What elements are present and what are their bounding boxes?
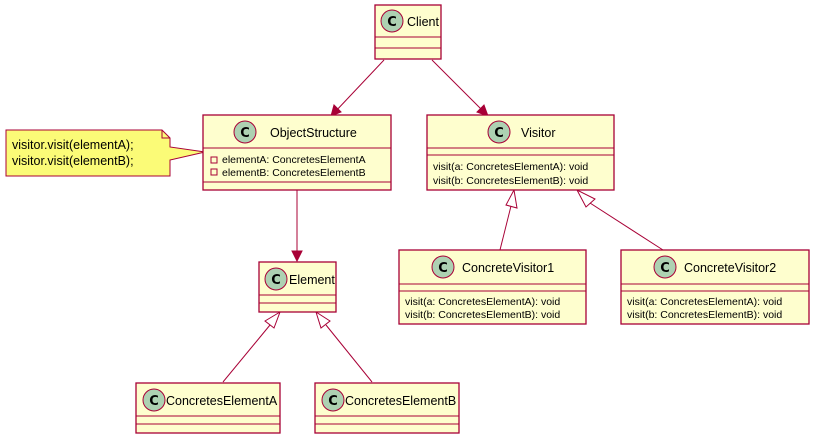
class-stereotype-icon bbox=[233, 120, 257, 144]
class-stereotype-icon bbox=[431, 255, 455, 279]
class-stereotype-icon bbox=[653, 255, 677, 279]
relation-concreteselementa-element bbox=[222, 310, 281, 383]
class-stereotype-icon bbox=[321, 388, 345, 412]
class-concreteselementb: C ConcretesElementB bbox=[314, 382, 460, 434]
class-name: ConcreteVisitor1 bbox=[462, 261, 554, 275]
relation-concretevisitor1-visitor bbox=[499, 188, 518, 251]
class-element: C Element bbox=[258, 261, 337, 313]
class-name: Element bbox=[289, 273, 335, 287]
class-stereotype-letter: C bbox=[328, 394, 338, 409]
class-stereotype-letter: C bbox=[387, 15, 397, 30]
class-name: Visitor bbox=[521, 126, 556, 140]
class-stereotype-icon bbox=[142, 388, 166, 412]
class-stereotype-letter: C bbox=[271, 273, 281, 288]
class-client: C Client bbox=[374, 4, 442, 60]
relation-client-objectstructure bbox=[330, 59, 385, 117]
class-stereotype-icon bbox=[487, 120, 511, 144]
note-line-1: visitor.visit(elementA); bbox=[12, 138, 134, 152]
private-visibility-icon bbox=[210, 156, 218, 164]
class-member: visit(a: ConcretesElementA): void bbox=[627, 296, 782, 308]
note: visitor.visit(elementA); visitor.visit(e… bbox=[5, 129, 206, 177]
relation-client-visitor bbox=[431, 59, 489, 117]
class-stereotype-icon bbox=[380, 9, 404, 33]
class-name: ConcretesElementA bbox=[166, 394, 278, 408]
class-member: visit(a: ConcretesElementA): void bbox=[433, 161, 588, 173]
class-concretevisitor2: C ConcreteVisitor2 visit(a: ConcretesEle… bbox=[620, 249, 810, 325]
class-member: elementB: ConcretesElementB bbox=[222, 167, 366, 179]
class-name: Client bbox=[407, 15, 439, 29]
class-visitor: C Visitor visit(a: ConcretesElementA): v… bbox=[426, 114, 615, 191]
class-name: ConcretesElementB bbox=[345, 394, 456, 408]
class-stereotype-icon bbox=[264, 267, 288, 291]
note-line-2: visitor.visit(elementB); bbox=[12, 154, 134, 168]
relations bbox=[222, 59, 664, 383]
class-member: visit(b: ConcretesElementB): void bbox=[433, 175, 588, 187]
class-stereotype-letter: C bbox=[494, 126, 504, 141]
private-visibility-icon bbox=[210, 168, 218, 176]
class-stereotype-letter: C bbox=[660, 261, 670, 276]
class-member: visit(a: ConcretesElementA): void bbox=[405, 296, 560, 308]
class-member: elementA: ConcretesElementA bbox=[222, 154, 366, 166]
class-stereotype-letter: C bbox=[149, 394, 159, 409]
relation-concreteselementb-element bbox=[315, 310, 373, 383]
class-name: ObjectStructure bbox=[270, 126, 357, 140]
class-stereotype-letter: C bbox=[438, 261, 448, 276]
class-concreteselementa: C ConcretesElementA bbox=[135, 382, 281, 434]
class-stereotype-letter: C bbox=[240, 126, 250, 141]
relation-concretevisitor2-visitor bbox=[575, 188, 664, 251]
class-name: ConcreteVisitor2 bbox=[684, 261, 776, 275]
class-concretevisitor1: C ConcreteVisitor1 visit(a: ConcretesEle… bbox=[398, 249, 587, 325]
class-objectstructure: C ObjectStructure elementA: ConcretesEle… bbox=[202, 114, 392, 191]
class-member: visit(b: ConcretesElementB): void bbox=[627, 309, 782, 321]
class-member: visit(b: ConcretesElementB): void bbox=[405, 309, 560, 321]
relation-objectstructure-element bbox=[291, 190, 303, 263]
